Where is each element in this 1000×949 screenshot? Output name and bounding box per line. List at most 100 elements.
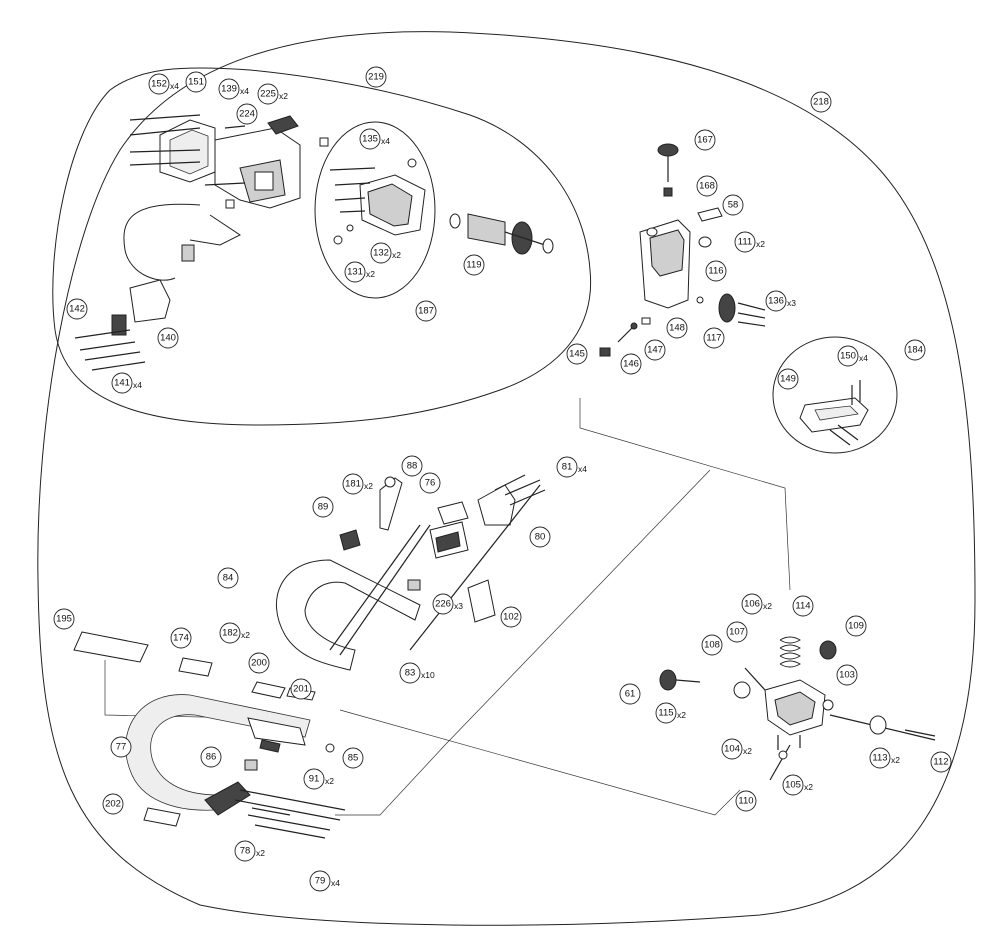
callout-quantity: x2 <box>364 481 373 491</box>
callout-circle <box>722 194 744 216</box>
callout-88: 88 <box>401 455 423 477</box>
callout-number: 224 <box>239 109 255 120</box>
callout-quantity: x2 <box>325 776 334 786</box>
callout-circle <box>705 260 727 282</box>
callout-61: 61 <box>619 683 641 705</box>
callout-circle <box>419 472 441 494</box>
callout-number: 109 <box>848 621 864 632</box>
callout-circle <box>694 129 716 151</box>
callout-number: 78 <box>240 846 251 857</box>
callout-149: 149 <box>777 368 799 390</box>
callout-number: 131 <box>347 267 363 278</box>
callout-number: 145 <box>569 349 585 360</box>
callout-number: 136 <box>768 296 784 307</box>
callout-number: 148 <box>669 323 685 334</box>
callout-number: 116 <box>708 266 723 277</box>
callout-114: 114 <box>792 595 814 617</box>
callout-quantity: x3 <box>787 298 796 308</box>
callout-circle <box>312 496 334 518</box>
callout-circle <box>303 768 325 790</box>
callout-circle <box>566 343 588 365</box>
callout-circle <box>432 593 454 615</box>
callout-circle <box>219 622 241 644</box>
callout-circle <box>930 751 952 773</box>
callout-quantity: x4 <box>240 86 249 96</box>
callout-187: 187 <box>415 300 437 322</box>
callout-number: 110 <box>738 796 753 807</box>
callout-number: 167 <box>697 135 713 146</box>
callout-103: 103 <box>836 664 858 686</box>
callout-number: 58 <box>728 200 739 211</box>
callout-117: 117 <box>703 327 725 349</box>
callout-107: 107 <box>726 621 748 643</box>
callout-number: 187 <box>418 306 434 317</box>
callout-58: 58 <box>722 194 744 216</box>
callout-circle <box>185 71 207 93</box>
callout-200: 200 <box>248 652 270 674</box>
callout-number: 181 <box>345 479 361 490</box>
motor-housing-group <box>74 114 329 371</box>
group-connection-lines <box>104 398 791 816</box>
callout-circle <box>644 339 666 361</box>
callout-number: 117 <box>706 333 721 344</box>
callout-circle <box>148 73 170 95</box>
callout-number: 226 <box>435 599 451 610</box>
blade-guard-detail <box>799 380 869 446</box>
callout-number: 81 <box>562 462 573 473</box>
callout-circle <box>359 128 381 150</box>
callout-number: 142 <box>69 304 85 315</box>
callout-circle <box>236 103 258 125</box>
callout-circle <box>365 66 387 88</box>
callout-circle <box>309 870 331 892</box>
callout-circle <box>735 790 757 812</box>
callout-circle <box>734 231 756 253</box>
base-clamp-assembly <box>73 631 346 839</box>
callout-number: 77 <box>116 742 127 753</box>
callout-circle <box>415 300 437 322</box>
callout-number: 149 <box>780 374 796 385</box>
callout-quantity: x4 <box>859 353 868 363</box>
callout-number: 106 <box>744 599 760 610</box>
callout-quantity: x2 <box>891 755 900 765</box>
callout-circle <box>726 621 748 643</box>
callout-circle <box>765 290 787 312</box>
callout-circle <box>655 702 677 724</box>
callout-142: 142 <box>66 298 88 320</box>
callout-84: 84 <box>217 567 239 589</box>
callout-quantity: x4 <box>133 380 142 390</box>
callout-184: 184 <box>904 339 926 361</box>
callout-147: 147 <box>644 339 666 361</box>
callout-circle <box>200 746 222 768</box>
callout-number: 79 <box>315 876 326 887</box>
callout-circle <box>810 91 832 113</box>
callout-number: 150 <box>840 351 856 362</box>
callout-circle <box>703 327 725 349</box>
callout-number: 139 <box>221 84 237 95</box>
callout-number: 107 <box>729 627 745 638</box>
callout-number: 225 <box>260 89 276 100</box>
callout-circle <box>401 455 423 477</box>
tensioner-assembly <box>659 636 936 781</box>
callout-number: 152 <box>151 79 167 90</box>
callout-circle <box>500 606 522 628</box>
callout-218: 218 <box>810 91 832 113</box>
callout-108: 108 <box>701 634 723 656</box>
callout-circle <box>836 664 858 686</box>
callout-number: 135 <box>362 134 378 145</box>
callout-number: 114 <box>795 601 810 612</box>
callout-circle <box>666 317 688 339</box>
callout-number: 85 <box>348 753 359 764</box>
callout-number: 146 <box>623 359 639 370</box>
